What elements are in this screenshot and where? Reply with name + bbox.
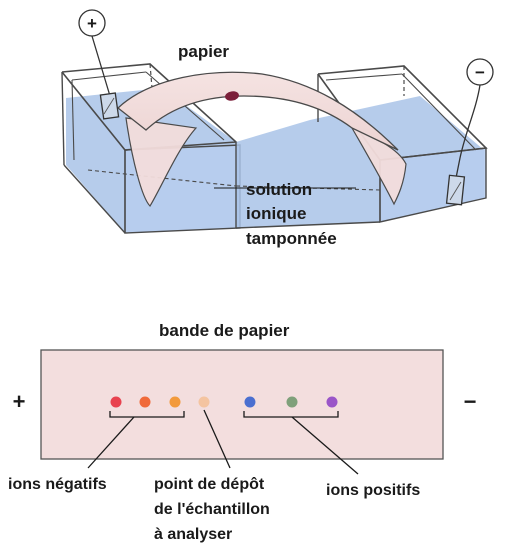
strip-negative-sign: − xyxy=(464,389,477,414)
cathode-plate-hatch xyxy=(449,181,462,201)
positive-ions-bracket xyxy=(243,411,339,418)
sample-spot xyxy=(225,91,239,101)
paper-label: papier xyxy=(178,42,229,61)
spot-ion-negatif xyxy=(169,396,181,408)
strip-title: bande de papier xyxy=(159,321,290,340)
left-tank-edge xyxy=(71,71,147,81)
left-tank-edge xyxy=(61,71,65,166)
strip-spots xyxy=(110,396,338,408)
spot-ion-negatif xyxy=(139,396,151,408)
deposit-point-label-line-1: point de dépôt xyxy=(154,476,265,493)
negative-ions-leader xyxy=(87,416,135,469)
paper-strip xyxy=(40,349,444,460)
negative-ions-label: ions négatifs xyxy=(8,476,107,493)
left-tank-edge xyxy=(71,79,75,161)
spot-point-de-depot xyxy=(198,396,210,408)
negative-ions-bracket xyxy=(109,411,185,418)
cathode-wire xyxy=(455,84,481,179)
cathode-plate xyxy=(445,174,466,206)
right-tank-edge xyxy=(235,221,381,229)
cathode-electrode: − xyxy=(445,58,494,206)
anode-plate-hatch xyxy=(103,97,115,115)
solution-label-line-1: solution xyxy=(246,180,312,199)
cathode-symbol: − xyxy=(475,63,485,82)
paper-bridge xyxy=(117,71,407,207)
deposit-point-label-line-3: à analyser xyxy=(154,526,232,543)
deposit-point-label-line-2: de l'échantillon xyxy=(154,501,270,518)
strip-positive-sign: + xyxy=(13,389,26,414)
spot-ion-positif xyxy=(286,396,298,408)
positive-ions-leader xyxy=(291,416,359,475)
electrophoresis-apparatus: + − papier solution ionique tamponnée xyxy=(61,9,494,248)
right-tank-edge xyxy=(401,73,477,151)
spot-ion-negatif xyxy=(110,396,122,408)
left-tank-edge xyxy=(87,169,237,187)
spot-ion-positif xyxy=(244,396,256,408)
right-tank-edge xyxy=(325,73,403,81)
solution-label-line-3: tamponnée xyxy=(246,229,337,248)
anode-wire xyxy=(91,35,111,97)
positive-ions-label: ions positifs xyxy=(326,482,420,499)
paper-wick-left xyxy=(125,117,198,207)
left-tank-edge xyxy=(63,164,126,234)
solution-label-line-2: ionique xyxy=(246,204,306,223)
spot-ion-positif xyxy=(326,396,338,408)
deposit-point-leader xyxy=(203,409,231,469)
anode-electrode: + xyxy=(78,9,120,120)
anode-symbol: + xyxy=(87,14,97,33)
anode-terminal xyxy=(78,9,106,37)
paper-strip-diagram: bande de papier + − ions négatifs point … xyxy=(8,321,476,543)
cathode-terminal xyxy=(466,58,494,86)
paper-strip-surface xyxy=(117,71,399,151)
